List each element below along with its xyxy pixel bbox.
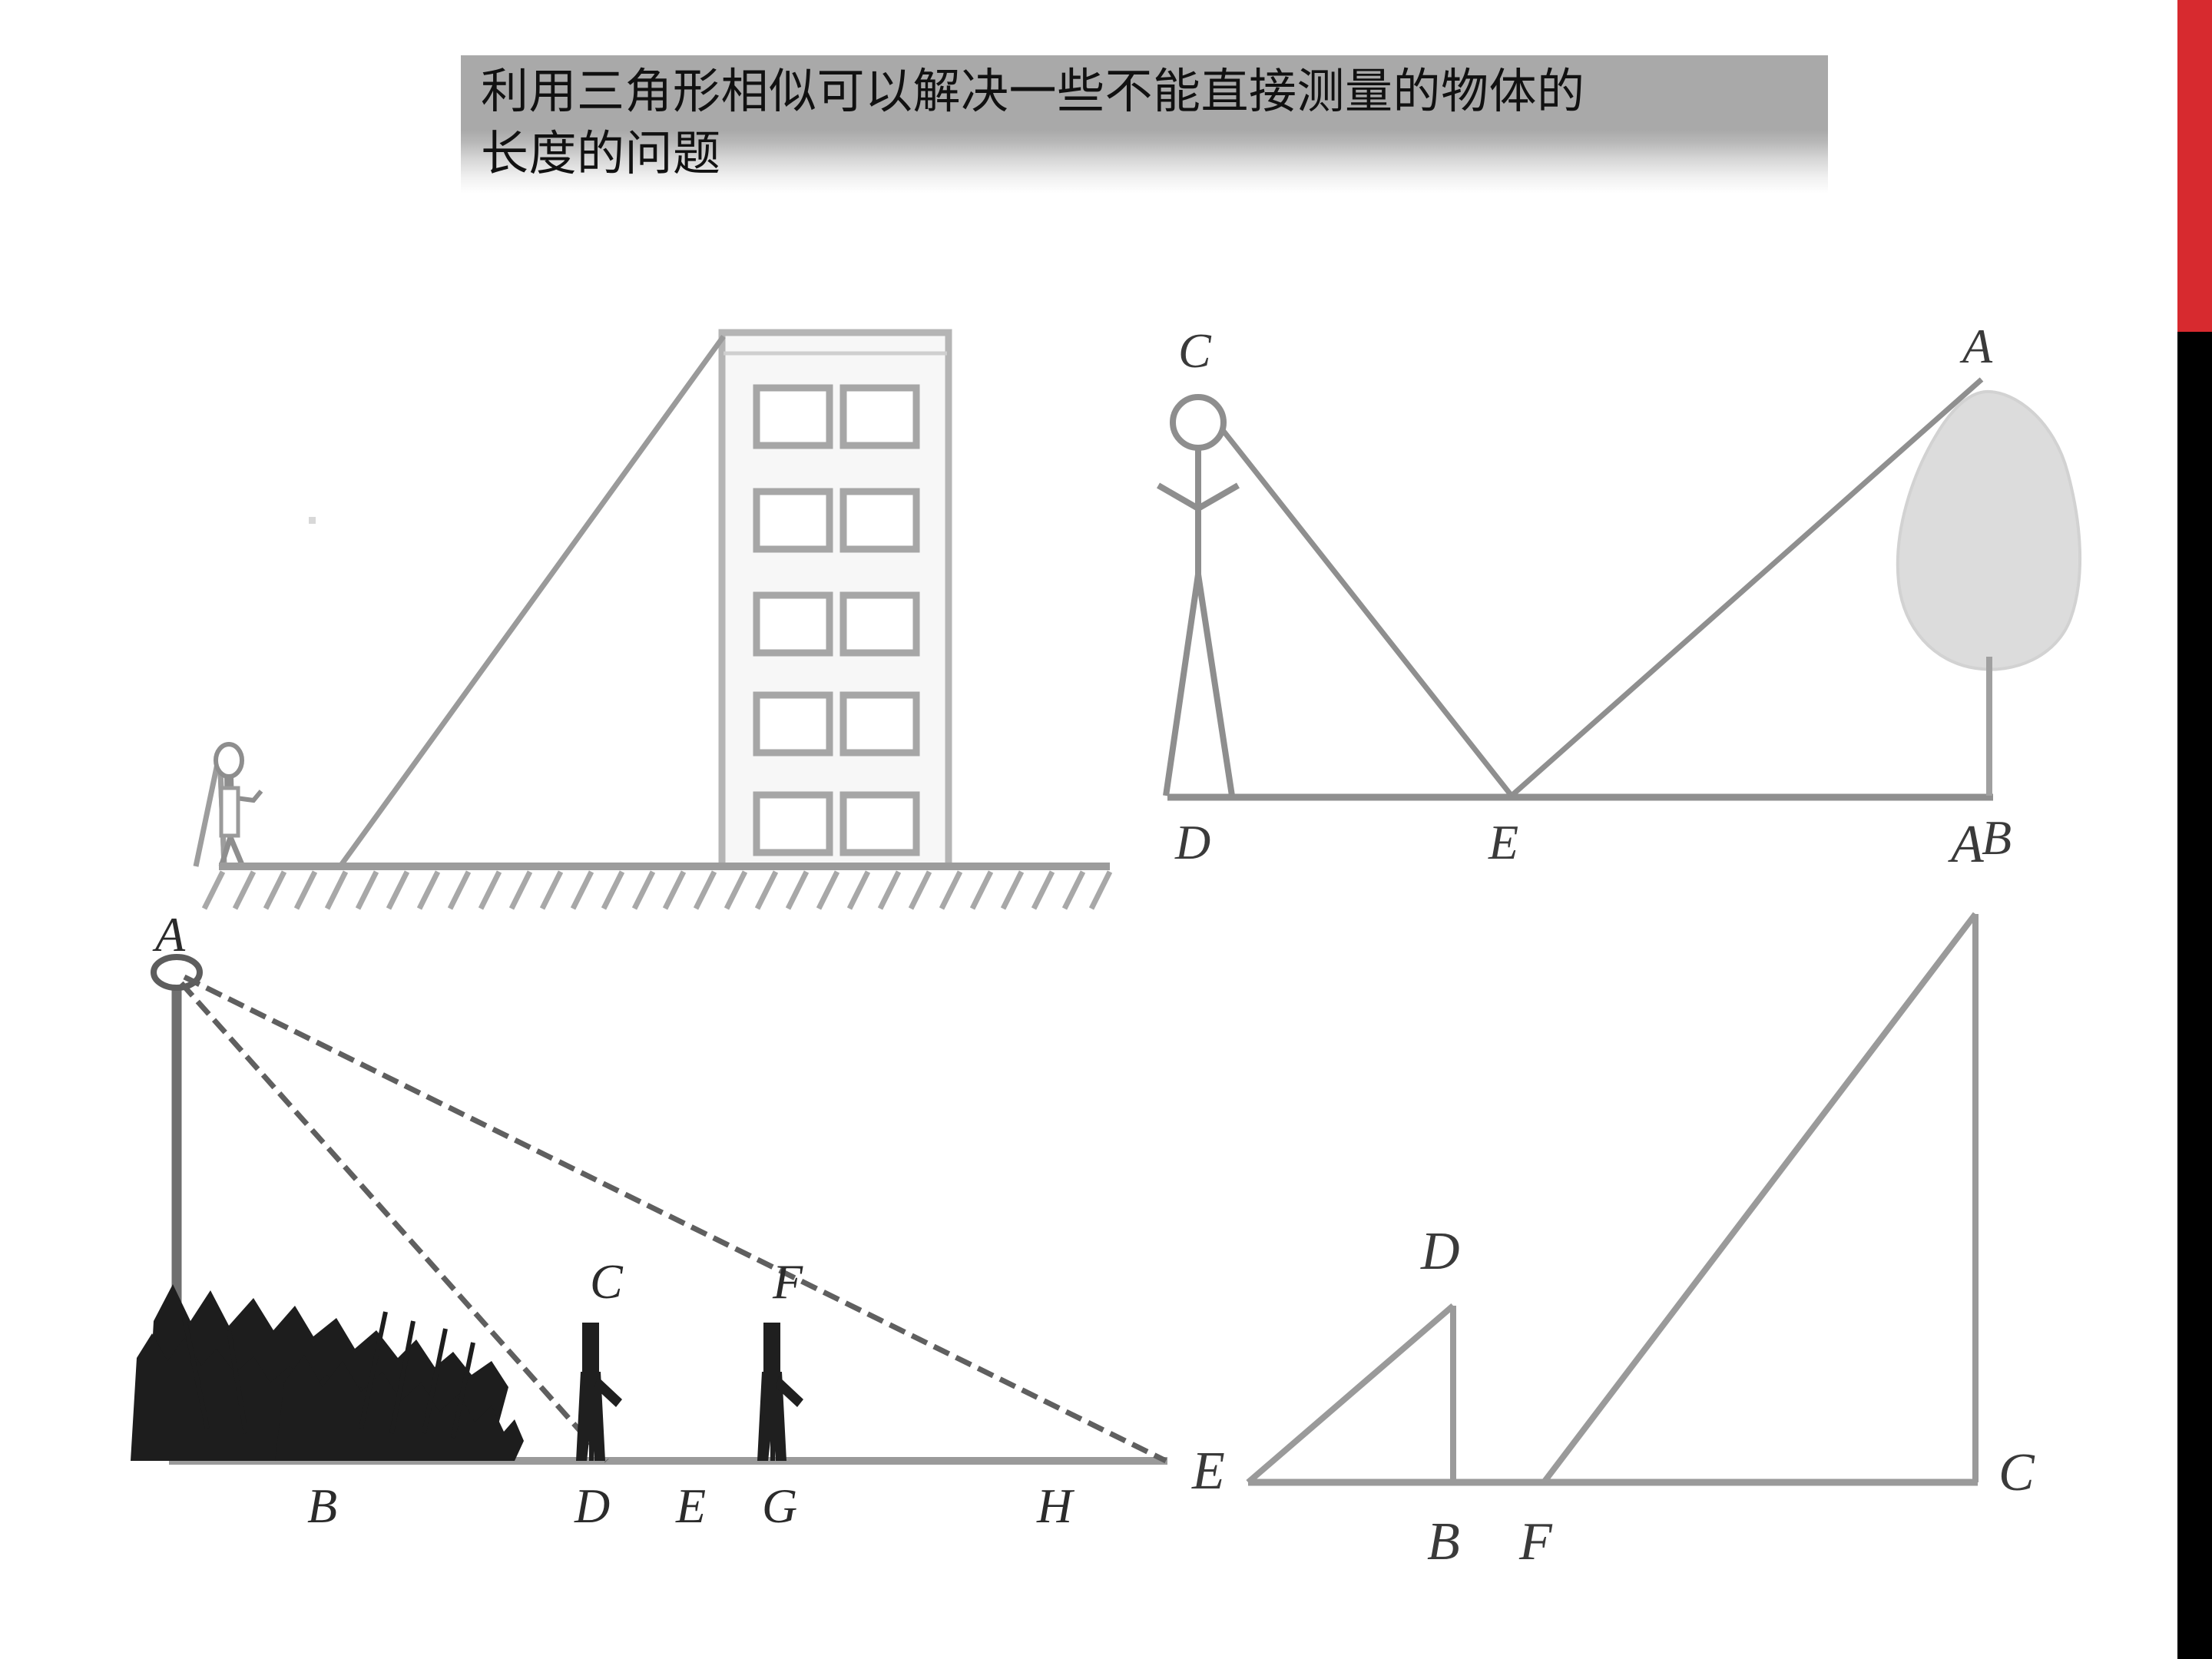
label-A: A <box>152 907 186 962</box>
person-figure <box>214 742 263 868</box>
tree-graphic <box>1896 389 2082 796</box>
slide-title: 利用三角形相似可以解决一些不能直接测量的物体的 长度的问题 <box>481 65 1585 180</box>
figure-lamp-post-shadows: A B C D E F G H <box>131 891 1221 1551</box>
label-E: E <box>1488 815 1518 860</box>
person-stick-figure <box>1157 394 1240 796</box>
label-G: G <box>762 1479 797 1533</box>
shadow-ray-A-F-H <box>183 974 1167 1464</box>
label-H: H <box>1036 1479 1075 1533</box>
label-C: C <box>1178 323 1212 378</box>
label-A: A <box>1959 319 1993 373</box>
person-figure-FG <box>757 1323 803 1461</box>
building-graphic <box>718 329 952 870</box>
ray-mirror-to-treetop <box>1509 377 1984 798</box>
shadow-ray-A-C-E <box>179 981 609 1463</box>
label-C: C <box>590 1254 624 1309</box>
label-F: F <box>1518 1512 1553 1571</box>
person-figure-CD <box>576 1323 622 1461</box>
label-D: D <box>574 1479 610 1533</box>
label-F: F <box>772 1254 803 1309</box>
accent-bar-black <box>2177 332 2212 1659</box>
ground-hatching <box>201 870 1113 910</box>
label-B: B <box>1982 810 2012 860</box>
label-E: E <box>675 1479 706 1533</box>
figure-building-sight-line <box>177 300 1144 914</box>
sight-line <box>339 334 726 866</box>
figure-similar-right-triangles: A D E B F C <box>1183 799 2120 1582</box>
accent-bar-red <box>2177 0 2212 332</box>
label-B: B <box>307 1479 337 1533</box>
label-D: D <box>1420 1222 1460 1281</box>
title-background <box>461 55 1828 194</box>
label-C: C <box>1998 1443 2035 1502</box>
figure-mirror-tree: C D E A B <box>1152 307 2174 860</box>
ray-eye-to-mirror <box>1220 428 1514 798</box>
label-A: A <box>1948 815 1984 874</box>
segment-FA <box>1541 912 1979 1485</box>
label-B: B <box>1427 1512 1460 1571</box>
label-D: D <box>1174 815 1210 860</box>
segment-ED <box>1246 1303 1455 1485</box>
label-E: E <box>1191 1442 1225 1501</box>
speck <box>309 517 316 524</box>
bush-cluster <box>131 1284 524 1461</box>
title-block: 利用三角形相似可以解决一些不能直接测量的物体的 长度的问题 <box>461 55 1828 194</box>
